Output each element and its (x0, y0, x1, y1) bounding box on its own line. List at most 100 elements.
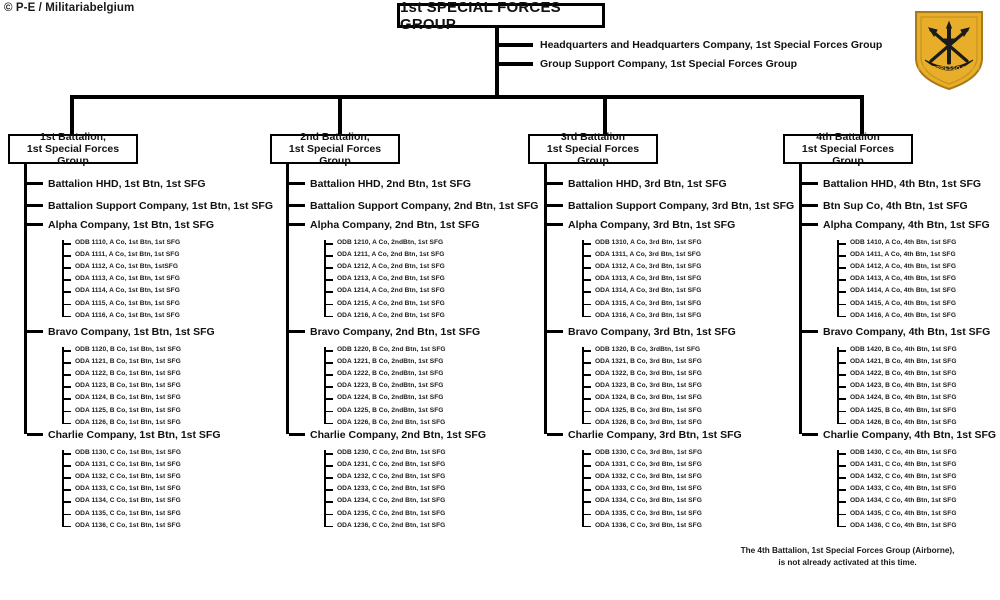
battalion-3rd-company-2-team-label-0: ODB 1330, C Co, 3rd Btn, 1st SFG (595, 449, 703, 456)
battalion-1st-company-0-team-label-1: ODA 1111, A Co, 1st Btn, 1st SFG (75, 251, 180, 259)
battalion-1st-company-2-team-tick-5 (62, 513, 71, 516)
battalion-2nd-company-1-team-label-5: ODA 1225, B Co, 2ndBtn, 1st SFG (337, 406, 444, 414)
battalion-3rd-company-0-team-tick-2 (582, 267, 591, 269)
battalion-1st-company-0-team-label-4: ODA 1114, A Co, 1st Btn, 1st SFG (75, 287, 180, 295)
battalion-1st-staff-tick-0 (27, 182, 43, 185)
battalion-1st-company-1-team-tick-6 (62, 422, 71, 425)
battalion-2nd-company-0-team-label-1: ODA 1211, A Co, 2nd Btn, 1st SFG (337, 251, 445, 259)
battalion-3rd-company-2-team-tick-5 (582, 513, 591, 516)
battalion-2nd-company-label-1: Bravo Company, 2nd Btn, 1st SFG (310, 326, 481, 338)
battalion-3rd-company-tick-1 (547, 330, 563, 333)
battalion-1st-company-1-team-spine (62, 347, 64, 424)
battalion-1st-company-2-team-label-3: ODA 1133, C Co, 1st Btn, 1st SFG (75, 485, 181, 493)
battalion-4th-company-0-team-tick-6 (837, 315, 846, 318)
battalion-3rd-staff-label-0: Battalion HHD, 3rd Btn, 1st SFG (568, 178, 727, 190)
battalion-1st-company-label-0: Alpha Company, 1st Btn, 1st SFG (48, 219, 215, 231)
battalion-4th-company-tick-1 (802, 330, 818, 333)
battalion-4th-staff-label-1: Btn Sup Co, 4th Btn, 1st SFG (823, 200, 968, 212)
battalion-2nd-company-1-team-label-4: ODA 1224, B Co, 2ndBtn, 1st SFG (337, 394, 444, 402)
battalion-box-1st-line-2: 1st Special Forces Group (26, 142, 120, 168)
battalion-drop-line-3rd (603, 99, 607, 134)
battalion-3rd-company-1-team-tick-3 (582, 386, 591, 388)
battalion-3rd-company-1-team-tick-1 (582, 362, 591, 364)
battalion-1st-staff-label-1: Battalion Support Company, 1st Btn, 1st … (48, 200, 273, 212)
battalion-3rd-company-2-team-tick-1 (582, 465, 591, 467)
battalion-4th-company-0-team-label-4: ODA 1414, A Co, 4th Btn, 1st SFG (850, 287, 957, 295)
battalion-1st-staff-label-0: Battalion HHD, 1st Btn, 1st SFG (48, 178, 206, 190)
battalion-box-4th-line-1: 4th Battalion (816, 130, 880, 143)
battalion-2nd-company-1-team-tick-1 (324, 362, 333, 364)
battalion-4th-company-1-team-label-1: ODA 1421, B Co, 4th Btn, 1st SFG (850, 358, 957, 366)
battalion-2nd-company-2-team-tick-2 (324, 477, 333, 479)
battalion-3rd-company-0-team-label-5: ODA 1315, A Co, 3rd Btn, 1st SFG (595, 299, 702, 307)
battalion-1st-company-0-team-tick-4 (62, 291, 71, 293)
battalion-2nd-staff-label-1: Battalion Support Company, 2nd Btn, 1st … (310, 200, 539, 212)
battalion-3rd-company-0-team-label-3: ODA 1313, A Co, 3rd Btn, 1st SFG (595, 275, 702, 283)
battalion-2nd-company-2-team-tick-4 (324, 501, 333, 503)
battalion-4th-company-2-team-label-5: ODA 1435, C Co, 4th Btn, 1st SFG (850, 509, 957, 517)
battalion-1st-company-0-team-tick-2 (62, 267, 71, 269)
battalion-3rd-company-tick-0 (547, 223, 563, 226)
battalion-1st-company-tick-2 (27, 433, 43, 436)
root-unit-box: 1st SPECIAL FORCES GROUP (397, 0, 605, 33)
battalion-1st-company-2-team-label-1: ODA 1131, C Co, 1st Btn, 1st SFG (75, 461, 181, 469)
battalion-3rd-company-1-team-label-3: ODA 1323, B Co, 3rd Btn, 1st SFG (595, 382, 702, 390)
battalion-3rd-company-1-team-tick-2 (582, 374, 591, 376)
battalion-3rd-company-2-team-label-3: ODA 1333, C Co, 3rd Btn, 1st SFG (595, 485, 702, 493)
battalion-1st-company-1-team-label-1: ODA 1121, B Co, 1st Btn, 1st SFG (75, 358, 181, 366)
battalion-2nd-company-2-team-label-0: ODB 1230, C Co, 2nd Btn, 1st SFG (337, 449, 446, 456)
battalion-2nd-company-0-team-label-3: ODA 1213, A Co, 2nd Btn, 1st SFG (337, 275, 445, 283)
battalion-4th-staff-tick-0 (802, 182, 818, 185)
battalion-1st-staff-tick-1 (27, 204, 43, 207)
battalion-4th-company-2-team-tick-4 (837, 501, 846, 503)
battalion-1st-company-1-team-tick-5 (62, 410, 71, 413)
battalion-4th-company-label-0: Alpha Company, 4th Btn, 1st SFG (823, 219, 990, 231)
battalion-3rd-company-1-team-tick-4 (582, 398, 591, 400)
battalion-2nd-company-0-team-tick-2 (324, 267, 333, 269)
battalion-3rd-company-0-team-label-1: ODA 1311, A Co, 3rd Btn, 1st SFG (595, 251, 702, 259)
battalion-box-2nd-line-2: 1st Special Forces Group (288, 142, 382, 168)
battalion-3rd-staff-label-1: Battalion Support Company, 3rd Btn, 1st … (568, 200, 795, 212)
battalion-3rd-company-1-team-spine (582, 347, 584, 424)
battalion-2nd-company-0-team-tick-0 (324, 243, 333, 245)
battalion-4th-company-label-1: Bravo Company, 4th Btn, 1st SFG (823, 326, 991, 338)
battalion-2nd-company-1-team-tick-6 (324, 422, 333, 425)
battalion-4th-company-1-team-tick-3 (837, 386, 846, 388)
battalion-2nd-company-2-team-label-2: ODA 1232, C Co, 2nd Btn, 1st SFG (337, 473, 446, 481)
battalion-4th-company-0-team-tick-1 (837, 255, 846, 257)
battalion-1st-company-2-team-label-5: ODA 1135, C Co, 1st Btn, 1st SFG (75, 509, 181, 517)
battalion-4th-company-0-team-spine (837, 240, 839, 317)
battalion-3rd-company-1-team-label-6: ODA 1326, B Co, 3rd Btn, 1st SFG (595, 418, 702, 426)
battalion-4th-company-0-team-label-3: ODA 1413, A Co, 4th Btn, 1st SFG (850, 275, 957, 283)
battalion-spine-4th (799, 164, 802, 434)
root-trunk-line (495, 28, 499, 98)
battalion-4th-company-2-team-label-4: ODA 1434, C Co, 4th Btn, 1st SFG (850, 497, 957, 505)
footnote-line-2: is not already activated at this time. (778, 557, 917, 567)
battalion-3rd-company-1-team-label-2: ODA 1322, B Co, 3rd Btn, 1st SFG (595, 370, 702, 378)
battalion-2nd-company-2-team-label-4: ODA 1234, C Co, 2nd Btn, 1st SFG (337, 497, 446, 505)
battalion-3rd-company-label-0: Alpha Company, 3rd Btn, 1st SFG (568, 219, 736, 231)
battalion-4th-company-1-team-spine (837, 347, 839, 424)
battalion-3rd-company-2-team-label-1: ODA 1331, C Co, 3rd Btn, 1st SFG (595, 461, 702, 469)
battalion-2nd-company-2-team-label-5: ODA 1235, C Co, 2nd Btn, 1st SFG (337, 509, 446, 517)
battalion-2nd-company-1-team-label-6: ODA 1226, B Co, 2nd Btn, 1st SFG (337, 418, 446, 426)
battalion-2nd-company-0-team-spine (324, 240, 326, 317)
battalion-4th-company-2-team-tick-5 (837, 513, 846, 516)
battalion-box-2nd: 2nd Battalion,1st Special Forces Group (270, 131, 400, 168)
battalion-3rd-company-1-team-label-1: ODA 1321, B Co, 3rd Btn, 1st SFG (595, 358, 702, 366)
battalion-drop-line-4th (860, 99, 864, 134)
battalion-1st-company-0-team-label-0: ODB 1110, A Co, 1st Btn, 1st SFG (75, 239, 181, 246)
battalion-2nd-company-2-team-label-3: ODA 1233, C Co, 2nd Btn, 1st SFG (337, 485, 446, 493)
battalion-4th-company-1-team-label-6: ODA 1426, B Co, 4th Btn, 1st SFG (850, 418, 957, 426)
battalion-3rd-company-2-team-label-4: ODA 1334, C Co, 3rd Btn, 1st SFG (595, 497, 702, 505)
battalion-2nd-company-0-team-tick-5 (324, 303, 333, 306)
battalion-2nd-company-1-team-tick-0 (324, 350, 333, 352)
battalion-3rd-company-2-team-spine (582, 450, 584, 527)
battalion-3rd-company-0-team-tick-0 (582, 243, 591, 245)
footnote: The 4th Battalion, 1st Special Forces Gr… (700, 545, 995, 569)
battalion-2nd-company-0-team-tick-6 (324, 315, 333, 318)
copyright-credit: © P-E / Militariabelgium (4, 2, 135, 14)
battalion-1st-company-0-team-label-2: ODA 1112, A Co, 1st Btn, 1stSFG (75, 263, 179, 271)
